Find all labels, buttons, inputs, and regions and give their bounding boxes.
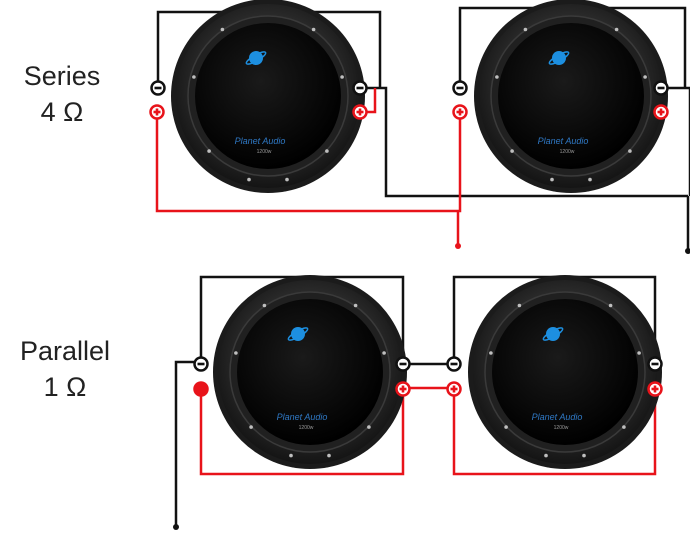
screw <box>353 303 358 308</box>
screw <box>504 425 508 429</box>
speaker-model: 1200w <box>299 425 314 431</box>
screw <box>325 149 329 153</box>
screw <box>517 303 522 308</box>
screw <box>207 149 211 153</box>
parallel-name: Parallel <box>19 336 111 366</box>
screw <box>327 453 331 458</box>
screw <box>262 303 267 308</box>
speaker-cone <box>492 299 638 445</box>
plus-terminal-icon <box>452 104 468 120</box>
screw <box>382 351 386 355</box>
speaker-cone <box>498 23 644 169</box>
minus-terminal-icon <box>193 356 209 372</box>
screw <box>289 453 293 458</box>
screw <box>192 75 196 79</box>
series-pos-output-dot <box>455 243 461 249</box>
series-name: Series <box>23 61 101 91</box>
parallel-neg-output-dot <box>173 524 179 530</box>
plus-terminal-icon <box>446 381 462 397</box>
speaker-model: 1200w <box>554 425 569 431</box>
screw <box>311 27 316 32</box>
series-wire-pos-loop <box>155 112 462 213</box>
minus-terminal-icon <box>452 80 468 96</box>
speaker-brand: Planet Audio <box>532 412 583 422</box>
screw <box>544 453 548 458</box>
series-neg-output-dot <box>685 248 690 254</box>
screw <box>582 453 586 458</box>
screw <box>489 351 493 355</box>
minus-terminal-icon <box>352 80 368 96</box>
planet-logo-icon <box>245 51 267 65</box>
planet-logo-icon <box>548 51 570 65</box>
speaker-brand: Planet Audio <box>277 412 328 422</box>
plus-terminal-icon <box>653 104 669 120</box>
speaker-brand: Planet Audio <box>538 136 589 146</box>
minus-terminal-icon <box>647 356 663 372</box>
parallel-wire-neg-output <box>174 360 201 527</box>
plus-terminal-icon <box>149 104 165 120</box>
screw <box>285 177 289 182</box>
screw <box>367 425 371 429</box>
series-label: Series 4 Ω <box>2 58 122 131</box>
parallel-impedance: 1 Ω <box>43 372 87 403</box>
screw <box>220 27 225 32</box>
parallel-wire-pos-speaker1-loop <box>199 388 405 476</box>
minus-terminal-icon <box>446 356 462 372</box>
speaker-model: 1200w <box>560 149 575 155</box>
screw <box>628 149 632 153</box>
speaker-series-1: Planet Audio 1200w <box>171 0 365 193</box>
plus-terminal-icon <box>647 381 663 397</box>
planet-logo-icon <box>542 327 564 341</box>
plus-terminal-icon <box>395 381 411 397</box>
speaker-parallel-2: Planet Audio 1200w <box>468 275 662 469</box>
speaker-brand: Planet Audio <box>235 136 286 146</box>
parallel-label: Parallel 1 Ω <box>0 333 130 406</box>
minus-terminal-icon <box>653 80 669 96</box>
screw <box>340 75 344 79</box>
speaker-parallel-1: Planet Audio 1200w <box>213 275 407 469</box>
series-impedance: 4 Ω <box>40 97 84 128</box>
planet-logo-icon <box>287 327 309 341</box>
plus-terminal-icon <box>352 104 368 120</box>
screw <box>643 75 647 79</box>
series-wire-neg-output <box>662 86 690 251</box>
screw <box>510 149 514 153</box>
screw <box>637 351 641 355</box>
screw <box>247 177 251 182</box>
speaker-series-2: Planet Audio 1200w <box>474 0 668 193</box>
screw <box>550 177 554 182</box>
screw <box>495 75 499 79</box>
screw <box>588 177 592 182</box>
plus-terminal-icon-solid <box>193 381 209 397</box>
parallel-wires <box>174 275 657 527</box>
minus-terminal-icon <box>150 80 166 96</box>
speaker-cone <box>195 23 341 169</box>
minus-terminal-icon <box>395 356 411 372</box>
screw <box>614 27 619 32</box>
speaker-cone <box>237 299 383 445</box>
speaker-model: 1200w <box>257 149 272 155</box>
screw <box>608 303 613 308</box>
screw <box>523 27 528 32</box>
screw <box>249 425 253 429</box>
screw <box>234 351 238 355</box>
screw <box>622 425 626 429</box>
parallel-wire-pos-speaker2-loop <box>452 388 657 476</box>
